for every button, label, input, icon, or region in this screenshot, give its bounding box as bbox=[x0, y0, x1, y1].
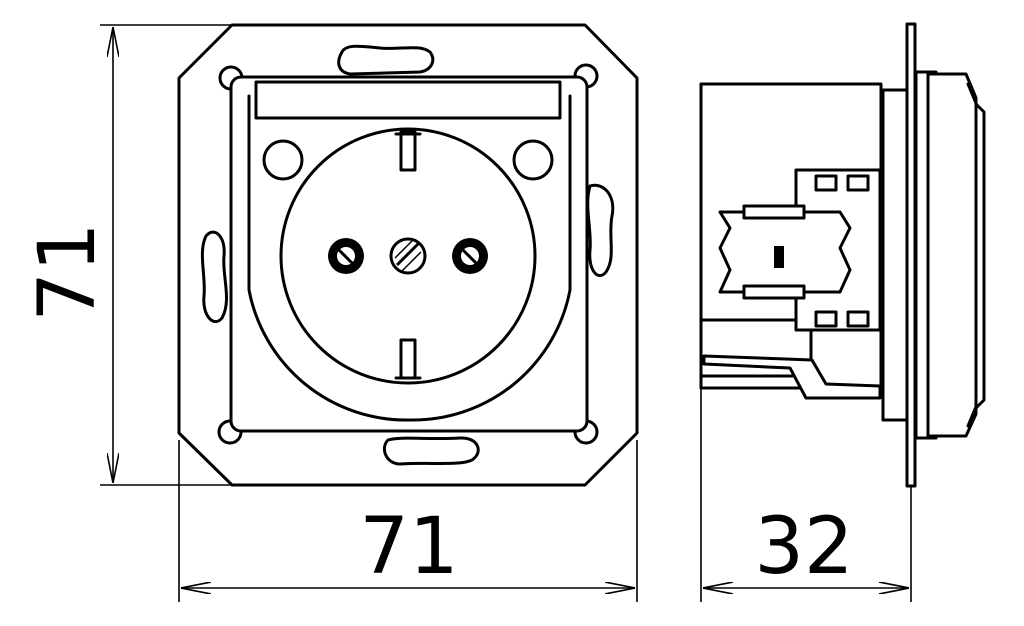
earth-contact-top bbox=[399, 130, 417, 172]
height-dimension-label: 71 bbox=[23, 222, 113, 321]
earth-contact-bottom bbox=[399, 338, 417, 380]
width-dimension-label: 71 bbox=[359, 502, 458, 592]
side-terminal-spring bbox=[718, 210, 852, 294]
side-cover-plate bbox=[926, 72, 978, 438]
side-view bbox=[699, 22, 986, 488]
side-support-ring bbox=[905, 22, 917, 488]
depth-dimension-label: 32 bbox=[754, 502, 853, 592]
dimension-lines bbox=[100, 24, 912, 602]
front-view bbox=[177, 23, 639, 487]
clip-left bbox=[200, 230, 229, 324]
indicator-hole-right bbox=[512, 139, 554, 181]
pin-hole-right bbox=[452, 238, 488, 274]
clip-right bbox=[586, 183, 615, 278]
clip-top bbox=[337, 44, 435, 76]
side-cable-clamp bbox=[702, 354, 882, 400]
label-strip bbox=[254, 80, 562, 120]
center-screw bbox=[389, 237, 427, 275]
indicator-hole-left bbox=[262, 139, 304, 181]
dimension-labels: 71 71 32 bbox=[23, 222, 854, 592]
clip-bottom bbox=[383, 436, 480, 466]
pin-hole-left bbox=[328, 238, 364, 274]
hinged-lid bbox=[247, 94, 572, 422]
side-frame-plate bbox=[881, 88, 909, 422]
